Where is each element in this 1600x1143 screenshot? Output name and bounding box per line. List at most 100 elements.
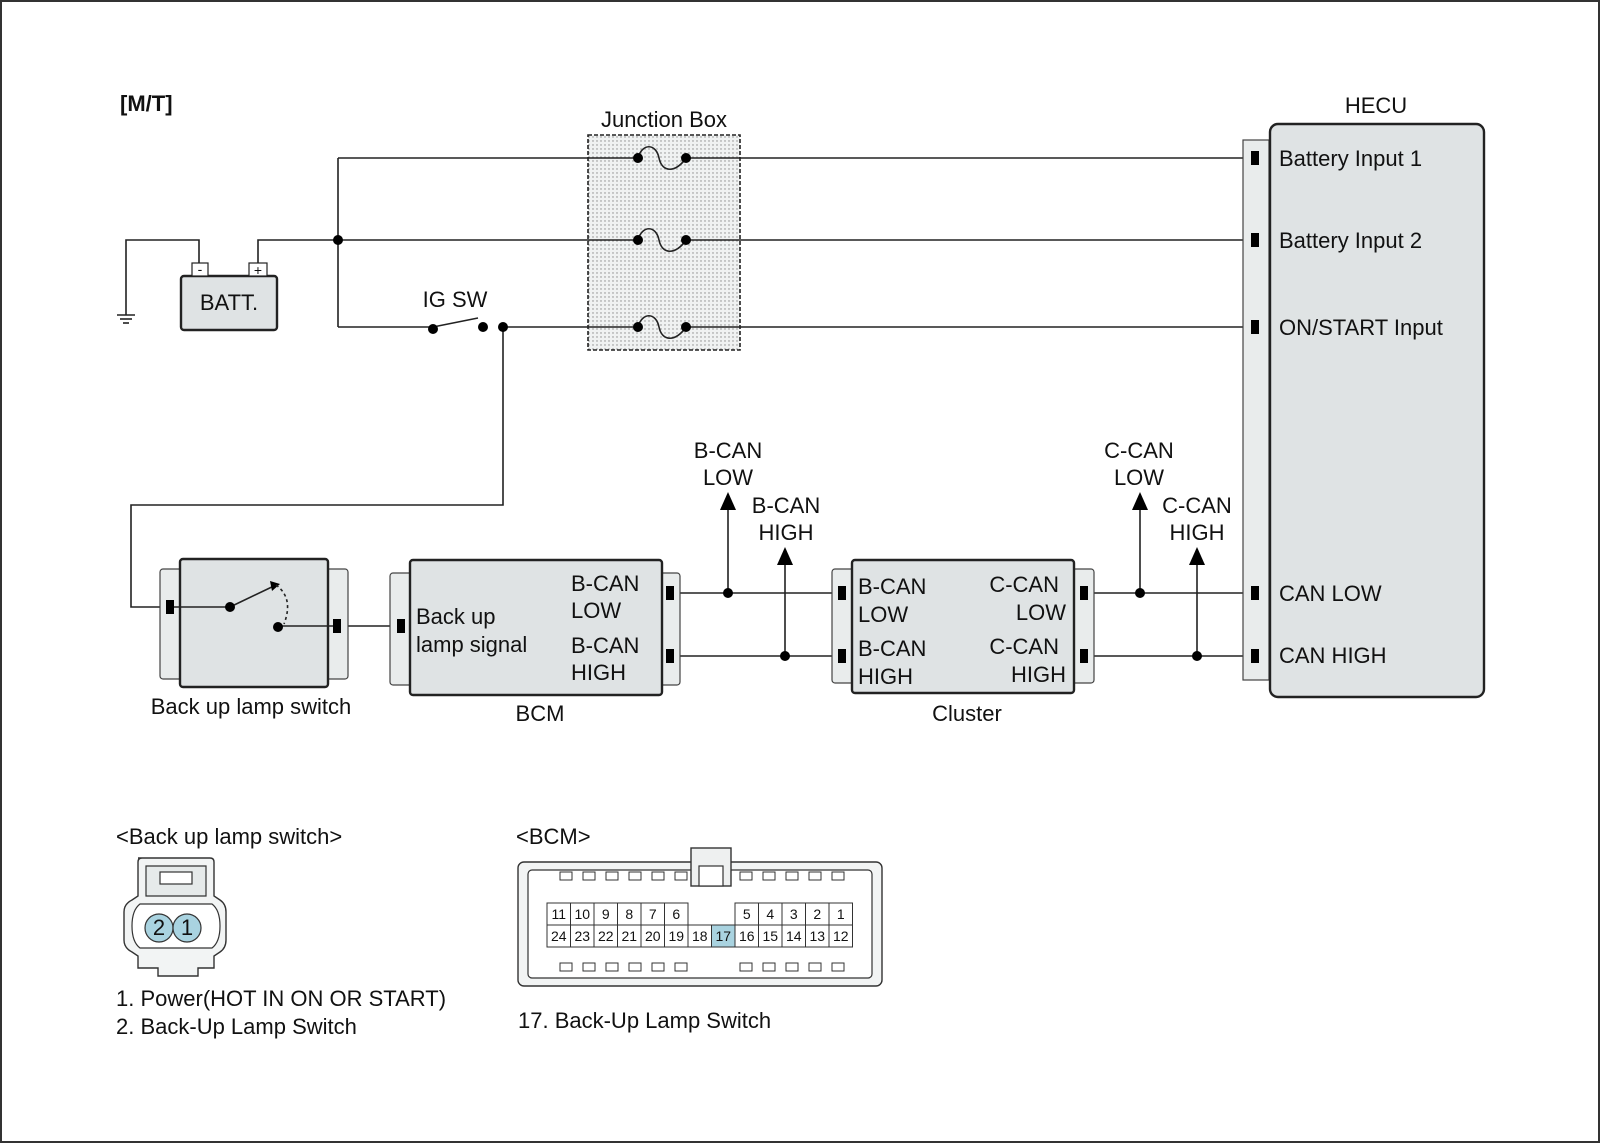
cluster-bcan-high-label-2: HIGH — [858, 664, 913, 689]
bcm-bcan-low-label-2: LOW — [571, 598, 621, 623]
bcm-pin-label: 23 — [574, 928, 590, 944]
bcm-module: Back up lamp signal B-CAN LOW B-CAN HIGH… — [389, 558, 681, 726]
bcm-connector-title: <BCM> — [516, 824, 591, 849]
ccan-high-arrow-label-1: C-CAN — [1162, 493, 1232, 518]
backup-lamp-switch-connector-title: <Back up lamp switch> — [116, 824, 342, 849]
hecu-label: HECU — [1345, 93, 1407, 118]
bcm-latch-top — [762, 871, 776, 881]
diagram-title: [M/T] — [120, 91, 173, 116]
backup-lamp-switch-contacts — [174, 581, 333, 632]
bcm-latch-bottom — [605, 962, 619, 972]
bcm-pin-label: 3 — [790, 906, 798, 922]
bcm-pin-label: 22 — [598, 928, 614, 944]
hecu-pin-battery-input-1: Battery Input 1 — [1279, 146, 1422, 171]
bcm-pin-label: 15 — [762, 928, 778, 944]
bcm-latch-bottom — [674, 962, 688, 972]
bcm-pin-label: 19 — [668, 928, 684, 944]
bcm-pin-label: 8 — [625, 906, 633, 922]
bcm-latch-top — [739, 871, 753, 881]
hecu-pin-can-high: CAN HIGH — [1279, 643, 1387, 668]
fuses — [588, 145, 740, 340]
bcm-latch-bottom — [762, 962, 776, 972]
bcm-latch-bottom — [582, 962, 596, 972]
bcm-pin-label: 10 — [574, 906, 590, 922]
cluster-bcan-high-label-1: B-CAN — [858, 636, 926, 661]
backup-switch-legend-1: 1. Power(HOT IN ON OR START) — [116, 986, 446, 1011]
bcm-latch-bottom — [739, 962, 753, 972]
backup-switch-pin-1: 1 — [181, 915, 193, 940]
battery-positive-label: + — [254, 262, 262, 278]
bcm-latch-top — [605, 871, 619, 881]
bus-arrow-labels: B-CAN LOW B-CAN HIGH C-CAN LOW C-CAN HIG… — [694, 438, 1232, 545]
bcm-bcan-low-label-1: B-CAN — [571, 571, 639, 596]
bcm-latch-top — [582, 871, 596, 881]
bcm-label: BCM — [516, 701, 565, 726]
bcm-latch-bottom — [785, 962, 799, 972]
bcm-pin-label: 21 — [621, 928, 637, 944]
bcm-pin-label: 6 — [672, 906, 680, 922]
bcm-backup-signal-label-2: lamp signal — [416, 632, 527, 657]
bcm-pin-label: 11 — [551, 906, 566, 922]
bcm-latch-top — [559, 871, 573, 881]
bcm-pin-label: 12 — [833, 928, 849, 944]
ig-switch-label: IG SW — [423, 287, 488, 312]
bcm-latch-top — [651, 871, 665, 881]
ccan-high-arrow-label-2: HIGH — [1170, 520, 1225, 545]
bus-arrow-heads — [720, 492, 1205, 565]
cluster-module: B-CAN LOW B-CAN HIGH C-CAN LOW C-CAN HIG… — [831, 558, 1095, 726]
battery: - + BATT. — [179, 261, 279, 332]
cluster-bcan-low-label-2: LOW — [858, 602, 908, 627]
bcm-pin-label: 1 — [837, 906, 845, 922]
bcan-low-arrow-label-1: B-CAN — [694, 438, 762, 463]
bcm-latch-top — [808, 871, 822, 881]
cluster-ccan-low-label-2: LOW — [1016, 600, 1066, 625]
bcm-pin-label: 14 — [786, 928, 802, 944]
hecu-module: HECU Battery Input 1 Battery Input 2 ON/… — [1242, 93, 1486, 699]
ccan-low-arrow-label-1: C-CAN — [1104, 438, 1174, 463]
junction-box: Junction Box — [587, 107, 741, 351]
bcan-high-arrow-label-2: HIGH — [759, 520, 814, 545]
cluster-ccan-high-label-2: HIGH — [1011, 662, 1066, 687]
bcm-latch-bottom — [831, 962, 845, 972]
bcm-latch-top — [674, 871, 688, 881]
battery-label: BATT. — [200, 290, 258, 315]
bcm-connector-latches — [559, 871, 845, 972]
cluster-bcan-low-label-1: B-CAN — [858, 574, 926, 599]
battery-negative-label: - — [198, 261, 203, 277]
bcm-bcan-high-label-2: HIGH — [571, 660, 626, 685]
bcm-latch-top — [785, 871, 799, 881]
bcm-pin-label: 5 — [743, 906, 751, 922]
bcm-pin-label: 24 — [551, 928, 567, 944]
bcm-latch-bottom — [628, 962, 642, 972]
hecu-pin-can-low: CAN LOW — [1279, 581, 1382, 606]
bcm-pin-label: 4 — [766, 906, 774, 922]
backup-lamp-switch-label: Back up lamp switch — [151, 694, 352, 719]
bcm-latch-bottom — [651, 962, 665, 972]
hecu-pin-battery-input-2: Battery Input 2 — [1279, 228, 1422, 253]
bcm-pin-label: 9 — [602, 906, 610, 922]
bcm-latch-bottom — [808, 962, 822, 972]
bcan-high-arrow-label-1: B-CAN — [752, 493, 820, 518]
bcm-pin-label: 13 — [809, 928, 825, 944]
bcm-bcan-high-label-1: B-CAN — [571, 633, 639, 658]
bcan-low-arrow-label-2: LOW — [703, 465, 753, 490]
cluster-label: Cluster — [932, 701, 1002, 726]
bcm-pin-label: 16 — [739, 928, 755, 944]
bcm-latch-bottom — [559, 962, 573, 972]
bcm-latch-top — [831, 871, 845, 881]
bcm-pin-label: 17 — [715, 928, 731, 944]
bcm-connector-legend: 17. Back-Up Lamp Switch — [518, 1008, 771, 1033]
backup-switch-pin-2: 2 — [153, 915, 165, 940]
junction-box-label: Junction Box — [601, 107, 727, 132]
backup-lamp-switch-connector: <Back up lamp switch> 2 1 1. Power(HOT I… — [116, 824, 446, 1039]
hecu-pin-on-start-input: ON/START Input — [1279, 315, 1443, 340]
bcm-latch-top — [628, 871, 642, 881]
bcm-pin-cell — [828, 924, 853, 948]
bcm-pin-label: 18 — [692, 928, 708, 944]
bcm-backup-signal-label-1: Back up — [416, 604, 496, 629]
cluster-ccan-low-label-1: C-CAN — [989, 572, 1059, 597]
